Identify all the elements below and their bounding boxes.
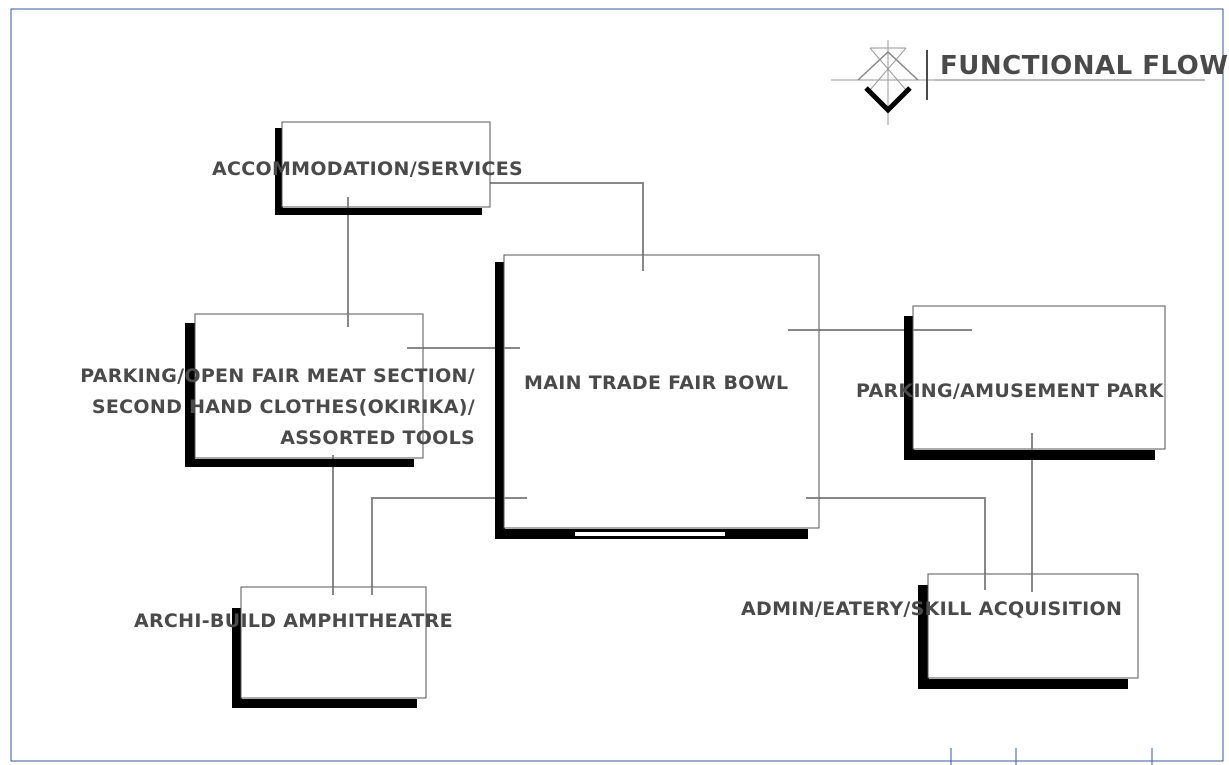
label-accommodation: ACCOMMODATION/SERVICES — [212, 158, 523, 180]
label-amusement: PARKING/AMUSEMENT PARK — [856, 380, 1165, 402]
connector-main-admin — [806, 497, 986, 590]
zone-box-main-bowl — [495, 254, 820, 539]
connector-accommodation-main — [478, 182, 644, 271]
label-admin: ADMIN/EATERY/SKILL ACQUISITION — [741, 598, 1122, 620]
label-parking-fair-line1: PARKING/OPEN FAIR MEAT SECTION/ — [80, 365, 475, 387]
diagram-title: FUNCTIONAL FLOW — [940, 51, 1228, 81]
zone-box-amphitheatre — [232, 586, 427, 708]
connector-main-amphitheatre — [371, 497, 527, 595]
connector-overlays — [332, 197, 1033, 595]
flow-connectors — [332, 182, 1033, 595]
zone-box-admin — [918, 573, 1139, 689]
zone-box-parking-fair — [185, 313, 424, 467]
label-amphitheatre: ARCHI-BUILD AMPHITHEATRE — [134, 610, 453, 632]
label-parking-fair-line2: SECOND HAND CLOTHES(OKIRIKA)/ — [92, 396, 475, 418]
title-icon — [831, 40, 938, 125]
zone-box-accommodation — [275, 121, 491, 215]
sheet-frame — [10, 8, 1224, 765]
label-parking-fair-line3: ASSORTED TOOLS — [280, 427, 475, 449]
zone-box-amusement — [904, 305, 1166, 460]
label-main-bowl: MAIN TRADE FAIR BOWL — [524, 372, 788, 394]
